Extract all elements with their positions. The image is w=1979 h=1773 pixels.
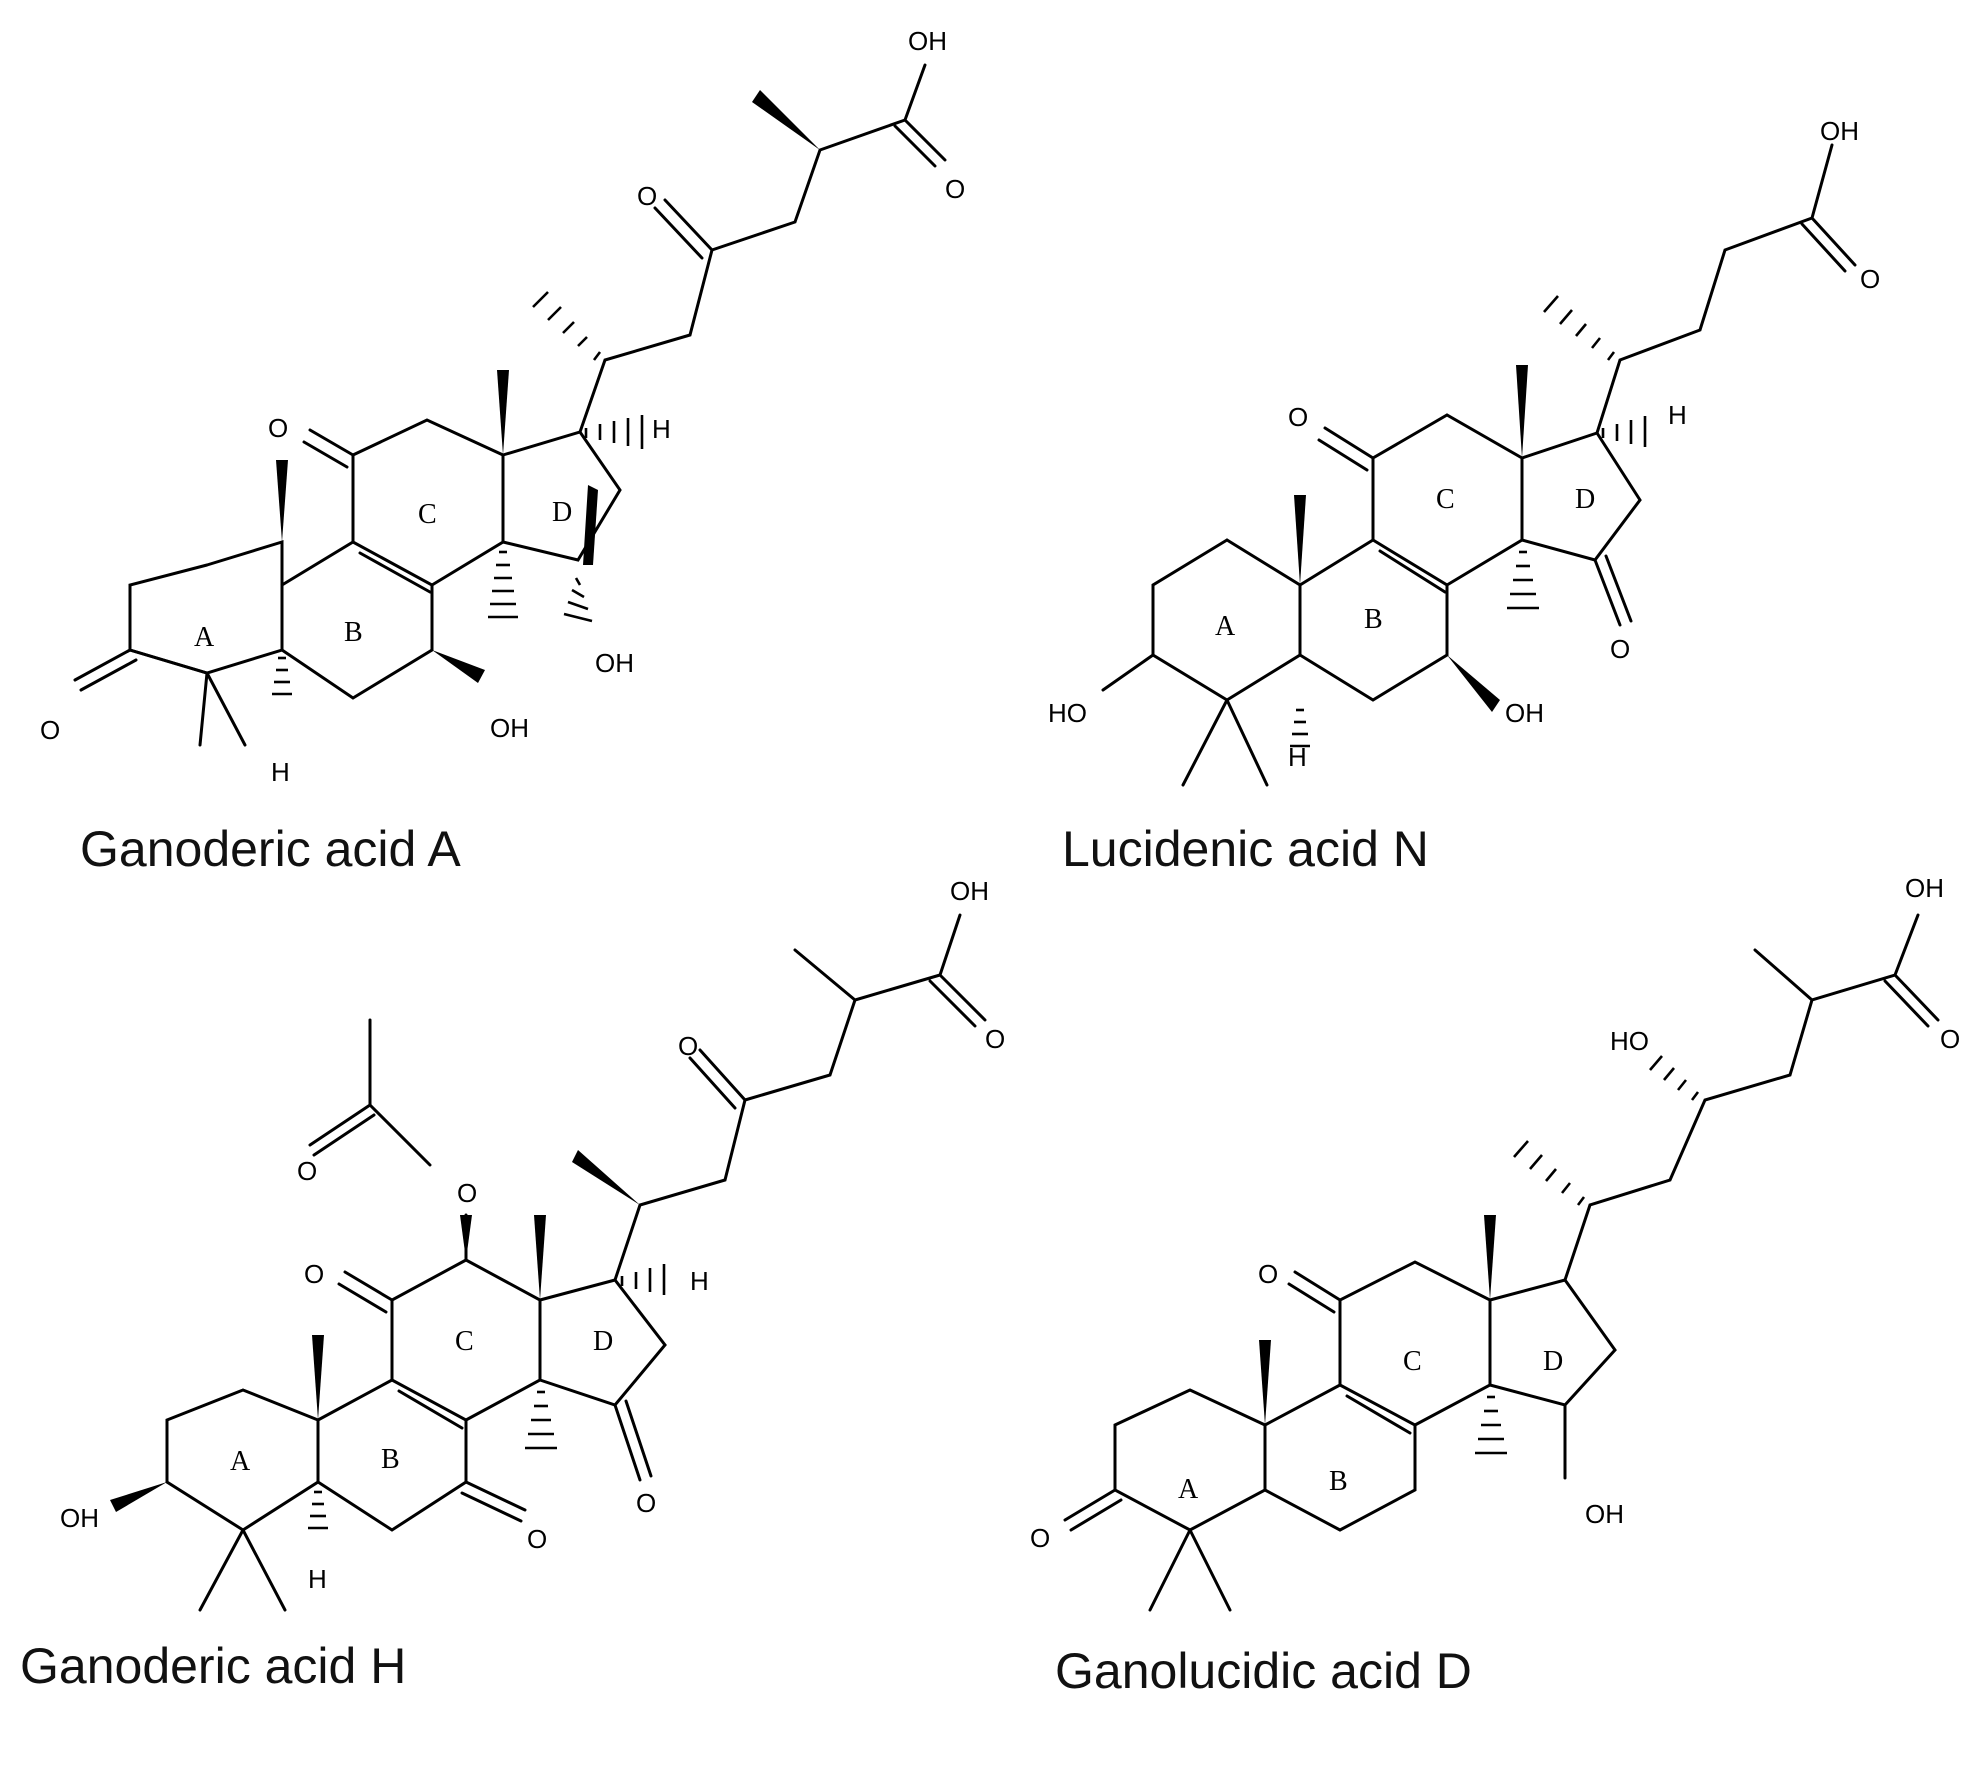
ring-label-c: C	[1403, 1346, 1422, 1377]
molecule-name: Ganolucidic acid D	[1055, 1643, 1472, 1699]
atom-label-oh7: OH	[1505, 698, 1544, 728]
atom-label-c11-o: O	[1288, 402, 1308, 432]
atom-label-c15-o: O	[636, 1488, 656, 1518]
atom-label-oh15: OH	[595, 648, 634, 678]
atom-label-c11-o: O	[304, 1259, 324, 1289]
atom-label-acid-o: O	[1860, 264, 1880, 294]
bond-skeleton	[1063, 913, 1940, 1612]
ring-label-b: B	[1329, 1466, 1348, 1497]
bond-skeleton	[165, 913, 987, 1612]
atom-label-ester-o: O	[457, 1178, 477, 1208]
molecule-ganoderic-acid-h: OH O O O O H O O H OH O A B C D Ganoderi…	[20, 876, 1005, 1694]
atom-label-oh7: OH	[490, 713, 529, 743]
atom-label-c7-o: O	[527, 1524, 547, 1554]
ring-label-b: B	[381, 1444, 400, 1475]
atom-label-acid-o: O	[1940, 1024, 1960, 1054]
atom-label-c11-o: O	[268, 413, 288, 443]
atom-label-side-oh: OH	[950, 876, 989, 906]
ring-label-d: D	[1543, 1346, 1563, 1377]
molecule-ganoderic-acid-a: OH O O H OH OH H O O A B C D Ganoderic a…	[40, 26, 965, 877]
atom-label-h5: H	[271, 757, 290, 787]
ring-label-a: A	[194, 622, 215, 653]
ring-label-d: D	[1575, 484, 1595, 515]
ring-label-a: A	[1215, 611, 1236, 642]
atom-label-h14: H	[690, 1266, 709, 1296]
ring-label-d: D	[552, 497, 572, 528]
ring-label-b: B	[1364, 604, 1383, 635]
atom-label-h5: H	[308, 1564, 327, 1594]
atom-label-acid-o: O	[945, 174, 965, 204]
molecule-name: Ganoderic acid H	[20, 1638, 406, 1694]
atom-label-oh15: OH	[1585, 1499, 1624, 1529]
atom-label-side-oh: OH	[1820, 116, 1859, 146]
molecule-name: Lucidenic acid N	[1062, 821, 1429, 877]
stereo-bonds	[1290, 295, 1647, 748]
atom-label-c23-o: O	[637, 181, 657, 211]
atom-label-ho3: HO	[1048, 698, 1087, 728]
molecule-ganolucidic-acid-d: OH O HO OH O O A B C D Ganolucidic acid …	[1030, 873, 1960, 1699]
ring-label-c: C	[455, 1326, 474, 1357]
atom-label-ho23: HO	[1610, 1026, 1649, 1056]
atom-label-oh3: OH	[60, 1503, 99, 1533]
atom-label-c3-o: O	[1030, 1523, 1050, 1553]
ring-label-b: B	[344, 617, 363, 648]
atom-label-acid-o: O	[985, 1024, 1005, 1054]
atom-label-h14: H	[652, 414, 671, 444]
ring-label-c: C	[1436, 484, 1455, 515]
stereo-bonds	[1259, 1055, 1700, 1455]
atom-label-acetyl-o: O	[297, 1156, 317, 1186]
atom-label-c11-o: O	[1258, 1259, 1278, 1289]
molecule-lucidenic-acid-n: OH O H O OH H HO O A B C D Lucidenic aci…	[1048, 116, 1880, 877]
molecule-name: Ganoderic acid A	[80, 821, 461, 877]
ring-label-a: A	[230, 1446, 251, 1477]
atom-label-side-oh: OH	[1905, 873, 1944, 903]
stereo-bonds	[272, 90, 820, 696]
ring-label-d: D	[593, 1326, 613, 1357]
atom-label-h14: H	[1668, 400, 1687, 430]
atom-label-h5: H	[1288, 742, 1307, 772]
atom-label-c15-o: O	[1610, 634, 1630, 664]
ring-label-c: C	[418, 499, 437, 530]
atom-label-c23-o: O	[678, 1031, 698, 1061]
atom-label-side-oh: OH	[908, 26, 947, 56]
atom-label-c3-o: O	[40, 715, 60, 745]
bond-skeleton	[1101, 143, 1857, 787]
stereo-bonds	[110, 1150, 666, 1530]
ring-label-a: A	[1178, 1474, 1199, 1505]
